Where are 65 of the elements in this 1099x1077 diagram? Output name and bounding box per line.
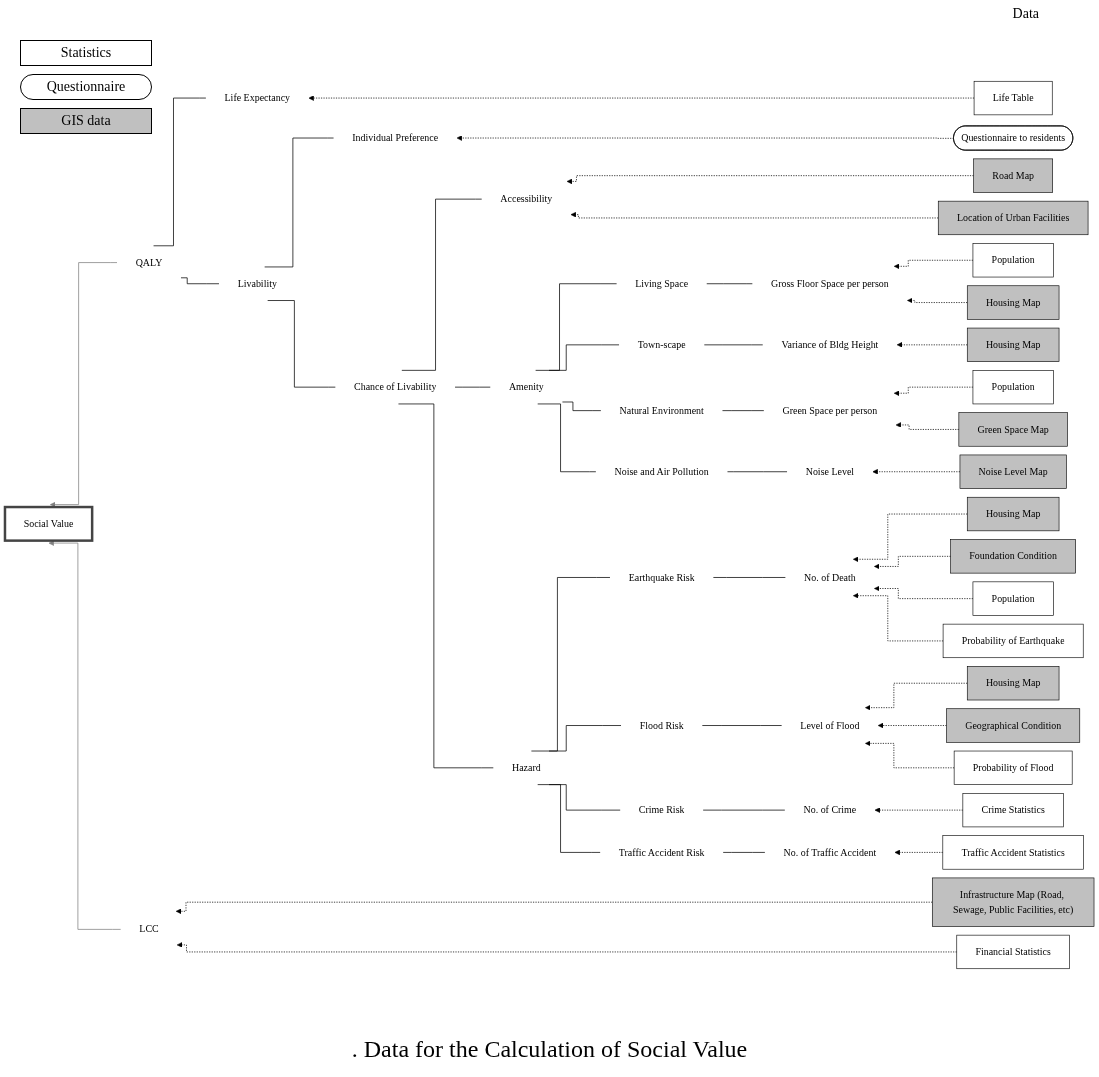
connector — [267, 300, 336, 388]
node-box: Social Value — [3, 505, 94, 542]
connector — [722, 410, 765, 411]
node-text: Town-scape — [637, 339, 686, 350]
node-box: Road Map — [973, 158, 1053, 193]
node-box: Housing Map — [966, 496, 1060, 532]
node-box: Green Space Map — [958, 412, 1068, 447]
node-box: Population — [972, 243, 1054, 278]
node-text: Individual Preference — [352, 132, 439, 143]
node-text: QALY — [135, 256, 163, 268]
node-box: Housing Map — [966, 327, 1060, 362]
node-box: Infrastructure Map (Road, Sewage, Public Facilities, etc) — [932, 877, 1095, 927]
node-box: Crime Statistics — [962, 793, 1064, 828]
connector — [401, 198, 483, 371]
node-text: Life Expectancy — [224, 92, 291, 104]
node-text: Crime Risk — [638, 804, 685, 816]
connector — [537, 784, 601, 853]
connector — [548, 344, 620, 371]
node-text: No. of Death — [804, 571, 856, 583]
connector — [531, 577, 611, 752]
node-text: No. of Crime — [803, 804, 857, 816]
node-box: Probability of Flood — [953, 750, 1073, 785]
node-text: Livability — [237, 278, 277, 289]
connector — [535, 283, 617, 371]
node-text: No. of Traffic Accident — [783, 846, 877, 858]
node-box: Population — [972, 581, 1054, 616]
node-text: Noise Level — [805, 466, 855, 477]
node-box: Noise Level Map — [959, 454, 1067, 489]
node-text: Amenity — [508, 381, 544, 393]
node-box: Foundation Condition — [950, 539, 1076, 574]
connector — [562, 401, 602, 411]
connector — [153, 97, 207, 247]
node-box: Location of Urban Facilities — [937, 200, 1089, 236]
connector — [548, 725, 622, 752]
node-box: Geographical Condition — [946, 708, 1081, 743]
node-text: Living Space — [635, 278, 689, 289]
node-text: Flood Risk — [639, 719, 684, 731]
node-box: Housing Map — [966, 285, 1060, 320]
node-box: Probability of Earthquake — [942, 623, 1084, 659]
node-box: Traffic Accident Statistics — [942, 835, 1084, 870]
connector — [701, 725, 783, 726]
connector — [537, 403, 597, 473]
node-box: Housing Map — [966, 666, 1060, 701]
node-text: Noise and Air Pollution — [614, 466, 709, 477]
connector — [713, 577, 786, 578]
node-text: LCC — [139, 923, 159, 935]
node-text: Earthquake Risk — [628, 571, 695, 583]
node-text: Level of Flood — [800, 719, 860, 731]
node-text: Green Space per person — [782, 405, 878, 416]
node-text: Variance of Bldg Height — [781, 339, 879, 350]
node-text: Natural Environment — [619, 405, 704, 416]
node-box: Financial Statistics — [956, 934, 1070, 970]
legend-item: Statistics — [20, 40, 152, 66]
caption: . Data for the Calculation of Social Value — [350, 1036, 749, 1063]
node-text: Traffic Accident Risk — [618, 846, 705, 858]
column-heading: Data — [1012, 6, 1039, 22]
node-box: Life Table — [973, 80, 1053, 116]
node-text: Hazard — [511, 762, 541, 773]
node-text: Chance of Livability — [354, 381, 437, 393]
node-box: Population — [972, 370, 1054, 405]
legend-item: GIS data — [20, 108, 152, 134]
connector — [722, 852, 766, 853]
node-text: Accessibility — [500, 193, 553, 205]
node-text: Gross Floor Space per person — [771, 278, 889, 289]
connector — [180, 277, 220, 285]
